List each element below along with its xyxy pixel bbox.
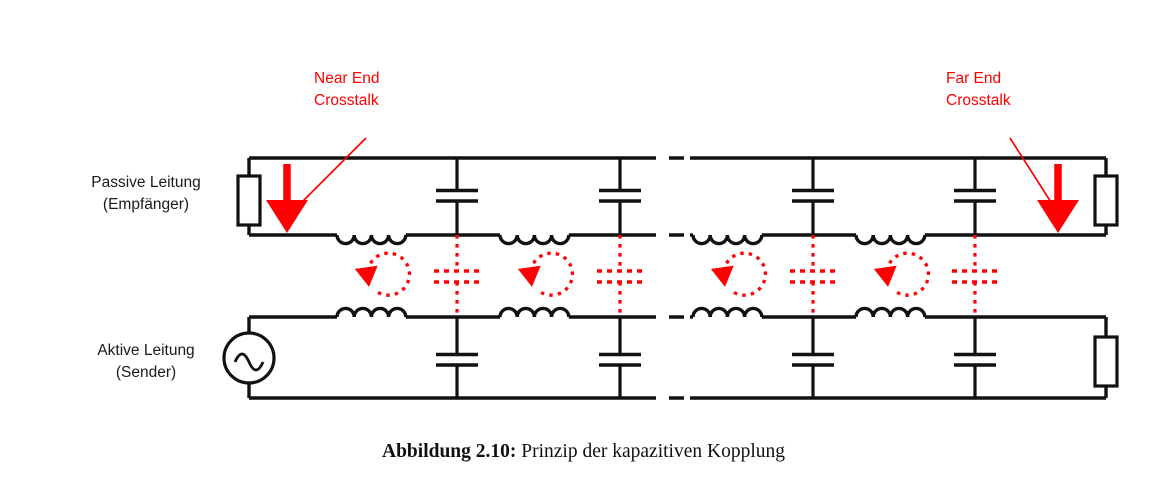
active-line-label-row-1: Aktive Leitung: [97, 342, 195, 359]
active-shunt-capacitor-3: [792, 317, 834, 398]
active-inductor-4: [854, 306, 927, 318]
passive-inductor-2: [498, 234, 571, 246]
mutual-coupling-arrow-4: [873, 251, 931, 297]
active-load-resistor: [1093, 335, 1119, 388]
active-inductor-1: [335, 306, 408, 318]
active-line-label: Aktive Leitung (Sender): [70, 340, 222, 384]
passive-line-label: Passive Leitung (Empfänger): [70, 172, 222, 216]
far-end-crosstalk-arrow-head: [1037, 200, 1079, 233]
active-inductor-2: [498, 306, 571, 318]
active-inductor-3: [691, 306, 764, 318]
near-end-crosstalk-label-row-2: Crosstalk: [314, 92, 379, 110]
far-end-leader-line: [1009, 137, 1057, 211]
coupling-capacitor-2: [597, 235, 643, 317]
far-end-crosstalk-label: Far End Crosstalk: [946, 68, 1011, 113]
near-end-termination-resistor: [236, 174, 262, 227]
mutual-coupling-arrow-1: [354, 251, 412, 297]
passive-shunt-capacitor-2: [599, 158, 641, 235]
passive-shunt-capacitor-4: [954, 158, 996, 235]
far-end-termination-resistor: [1093, 174, 1119, 227]
mutual-coupling-arrow-2: [517, 251, 575, 297]
passive-shunt-capacitor-3: [792, 158, 834, 235]
active-shunt-capacitor-2: [599, 317, 641, 398]
far-end-crosstalk-label-row-2: Crosstalk: [946, 92, 1011, 110]
figure-caption-text: Prinzip der kapazitiven Kopplung: [521, 441, 785, 462]
passive-shunt-capacitor-1: [436, 158, 478, 235]
passive-inductor-4: [854, 234, 927, 246]
passive-line-group: [236, 156, 1119, 246]
passive-line-label-row-2: (Empfänger): [102, 196, 190, 213]
passive-inductor-3: [691, 234, 764, 246]
figure-caption: Abbildung 2.10: Prinzip der kapazitiven …: [0, 441, 1167, 463]
active-shunt-capacitor-1: [436, 317, 478, 398]
active-shunt-capacitor-4: [954, 317, 996, 398]
near-end-crosstalk-arrow-head: [266, 200, 308, 233]
near-end-crosstalk-label: Near End Crosstalk: [314, 68, 379, 113]
coupling-capacitor-4: [952, 235, 998, 317]
near-end-crosstalk-label-row-1: Near End: [314, 70, 380, 87]
far-end-crosstalk-label-row-1: Far End: [946, 70, 1002, 87]
coupling-group: [354, 235, 998, 317]
crosstalk-annotation-group: [266, 137, 1079, 233]
figure-caption-label: Abbildung 2.10:: [382, 441, 517, 462]
ac-source-body: [222, 331, 276, 385]
active-line-label-row-2: (Sender): [115, 364, 177, 381]
passive-inductor-1: [335, 234, 408, 246]
coupling-capacitor-3: [790, 235, 836, 317]
ac-source-sine-icon: [233, 352, 265, 372]
mutual-coupling-arrow-3: [710, 251, 768, 297]
active-line-group: [222, 306, 1119, 400]
coupling-capacitor-1: [434, 235, 480, 317]
passive-line-label-row-1: Passive Leitung: [91, 174, 201, 191]
